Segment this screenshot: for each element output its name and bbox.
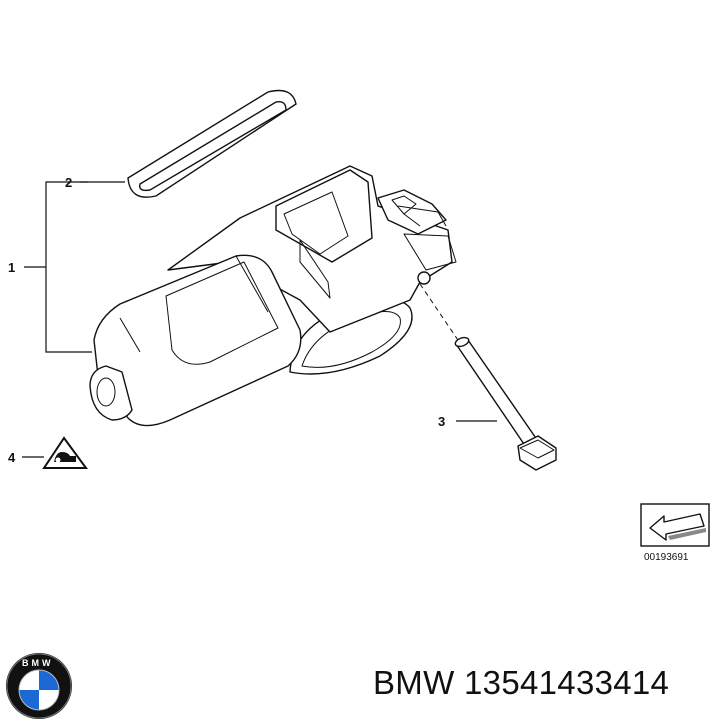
gasket-ring <box>127 89 297 198</box>
callout-2: 2 <box>65 175 72 190</box>
part-caption: BMW 13541433414 <box>373 664 669 702</box>
callout-3: 3 <box>438 414 445 429</box>
throttle-housing <box>89 165 457 427</box>
leader-bracket-1 <box>45 181 92 353</box>
brand-name: BMW <box>373 664 455 701</box>
diagram-ref-code: 00193691 <box>644 552 689 563</box>
bolt-axis-dashed <box>419 283 463 347</box>
bolt <box>454 336 557 471</box>
bmw-logo-lettering: BMW <box>22 658 54 668</box>
leader-lines <box>22 181 497 458</box>
callout-4: 4 <box>8 450 16 465</box>
bmw-logo: BMW <box>6 653 72 719</box>
arrow-view-icon <box>640 503 710 547</box>
triangle-warning-icon <box>42 436 88 469</box>
part-number: 13541433414 <box>464 664 670 701</box>
callout-1: 1 <box>8 260 15 275</box>
